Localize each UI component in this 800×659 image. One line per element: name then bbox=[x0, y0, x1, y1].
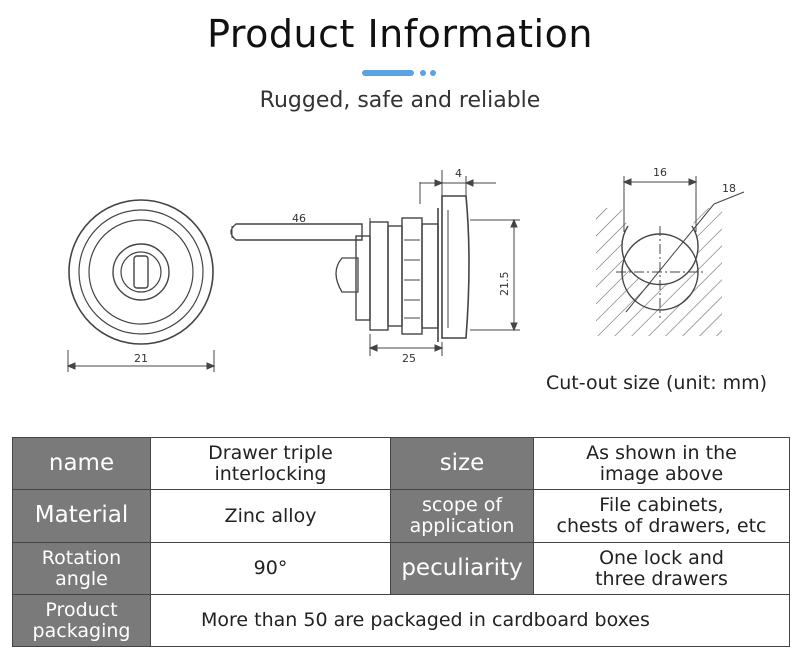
cutout-dim-radius: 18 bbox=[722, 182, 736, 195]
cutout-caption: Cut-out size (unit: mm) bbox=[546, 372, 768, 394]
spec-value-packaging: More than 50 are packaged in cardboard b… bbox=[150, 594, 790, 647]
spec-key-name: name bbox=[12, 437, 151, 490]
spec-key-material: Material bbox=[12, 489, 151, 543]
side-dim-height: 21.5 bbox=[498, 272, 511, 297]
spec-key-peculiarity: peculiarity bbox=[390, 542, 534, 595]
technical-drawings: 21 46 4 21.5 25 bbox=[66, 166, 745, 372]
side-dim-top: 4 bbox=[455, 167, 462, 180]
spec-value-scope: File cabinets,chests of drawers, etc bbox=[533, 489, 790, 543]
side-dim-bottom: 25 bbox=[402, 352, 416, 365]
front-dim-width: 21 bbox=[134, 352, 148, 365]
spec-value-material: Zinc alloy bbox=[150, 489, 391, 543]
side-view-drawing bbox=[230, 170, 520, 356]
cutout-dim-width: 16 bbox=[653, 166, 667, 179]
page-title: Product Information bbox=[207, 12, 593, 56]
side-dim-bar: 46 bbox=[292, 212, 306, 225]
spec-value-rotation: 90° bbox=[150, 542, 391, 595]
page-subtitle: Rugged, safe and reliable bbox=[259, 88, 541, 113]
front-view-drawing bbox=[66, 199, 216, 372]
cutout-drawing bbox=[596, 176, 745, 336]
spec-key-size: size bbox=[390, 437, 534, 490]
